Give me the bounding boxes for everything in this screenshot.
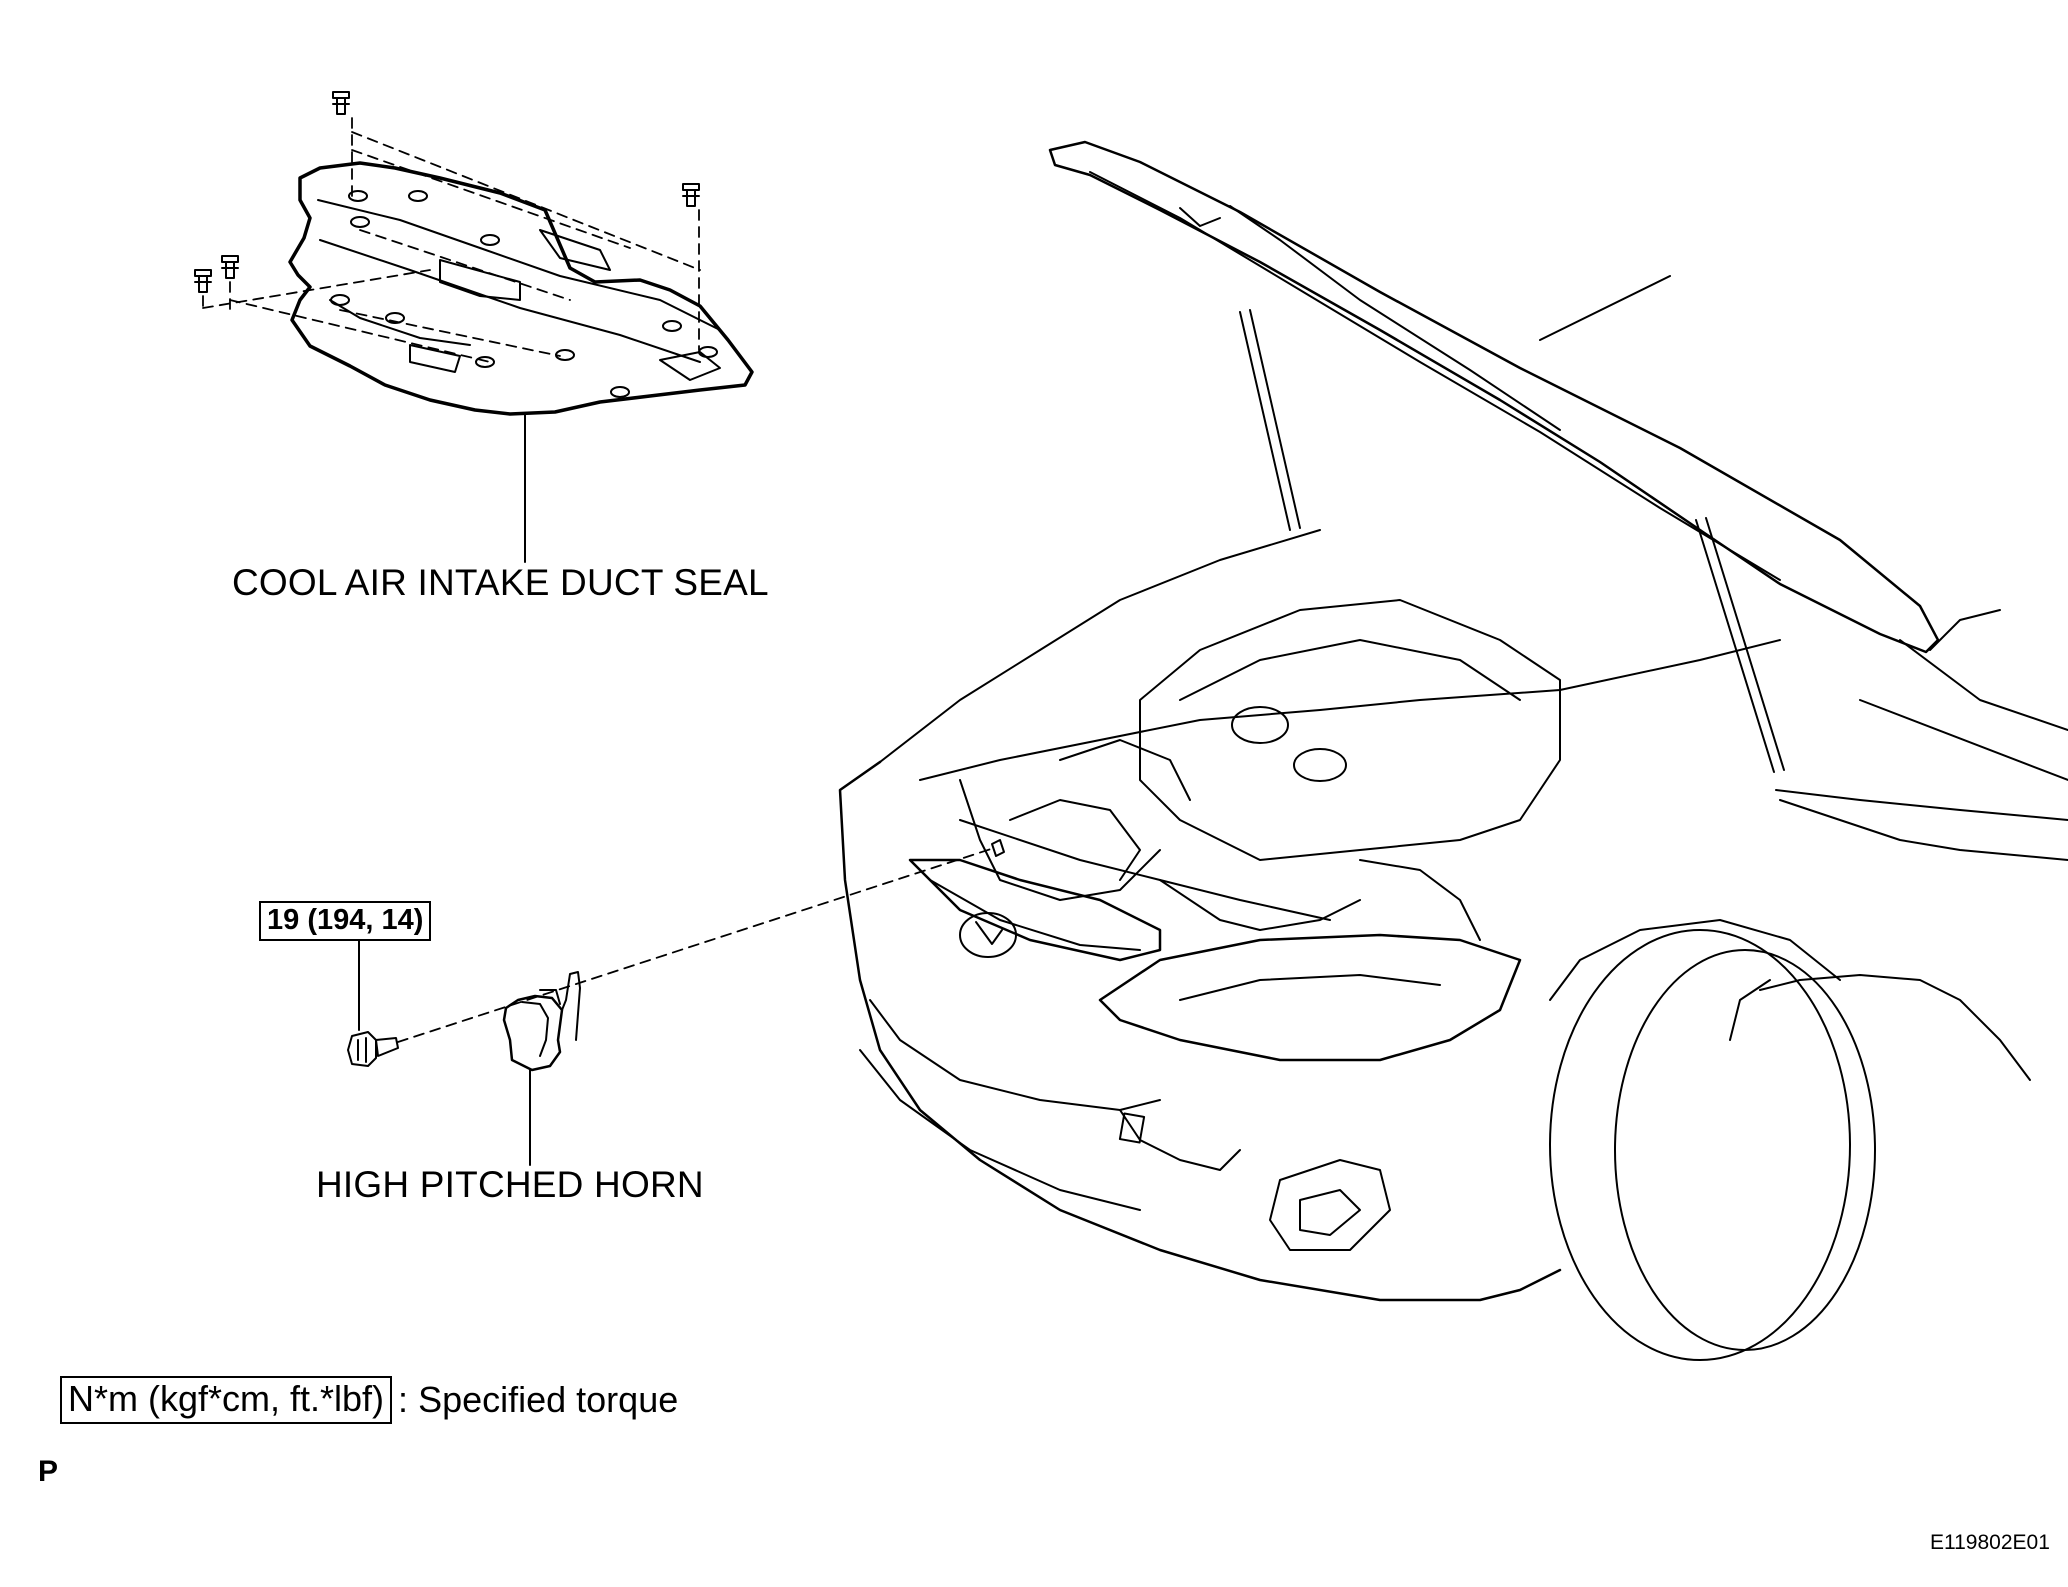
- torque-legend-unit-box: N*m (kgf*cm, ft.*lbf): [60, 1376, 393, 1424]
- high-pitched-horn-icon: [502, 971, 581, 1072]
- torque-legend-description: Specified torque: [418, 1379, 679, 1420]
- cool-air-intake-duct-seal-label: COOL AIR INTAKE DUCT SEAL: [232, 562, 769, 603]
- cool-air-intake-duct-seal: [288, 161, 754, 416]
- figure-id: E119802E01: [1930, 1531, 2050, 1554]
- page-letter: P: [38, 1455, 59, 1488]
- horn-install-line: [397, 847, 995, 1043]
- torque-legend: N*m (kgf*cm, ft.*lbf) : Specified torque: [60, 1376, 678, 1424]
- torque-legend-separator: :: [398, 1379, 409, 1420]
- vehicle-front-view: [838, 140, 2068, 1361]
- clip-fasteners: [194, 91, 700, 293]
- high-pitched-horn-label: HIGH PITCHED HORN: [316, 1164, 704, 1205]
- horn-bolt-icon: [347, 1031, 399, 1067]
- torque-spec-callout: 19 (194, 14): [259, 901, 432, 941]
- seal-clip-alignment-lines: [202, 117, 701, 363]
